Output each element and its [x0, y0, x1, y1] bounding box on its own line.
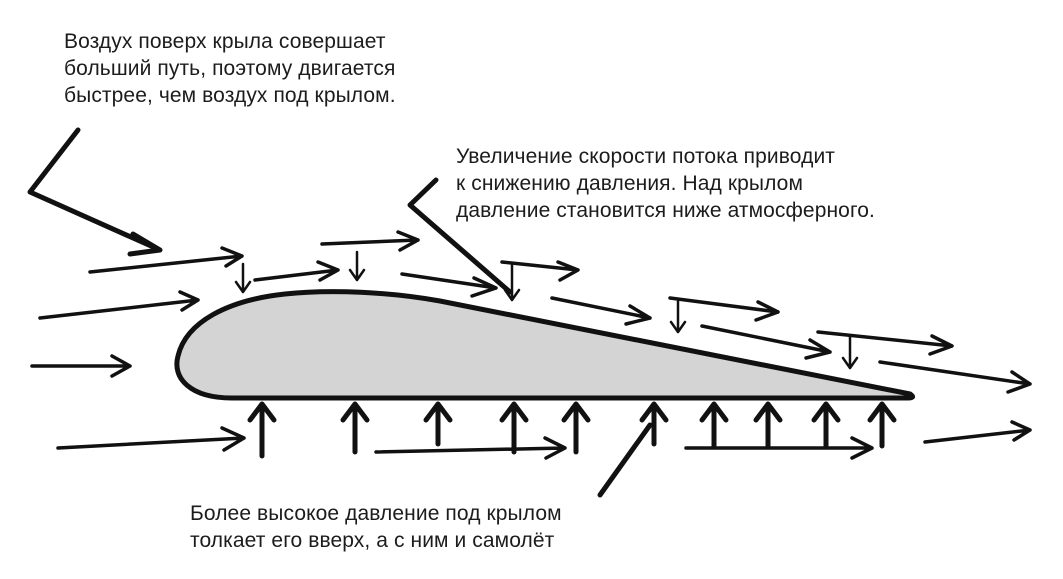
airflow-arrows: [30, 230, 1032, 460]
down-arrow: [669, 298, 687, 334]
pointer-lift: [597, 422, 653, 498]
airflow-arrow: [56, 426, 246, 452]
airflow-arrow: [374, 436, 567, 460]
note-line: быстрее, чем воздух под крылом.: [64, 84, 396, 107]
up-arrow: [247, 401, 277, 459]
pointer-lines: [27, 127, 653, 498]
airflow-arrow: [816, 330, 954, 356]
up-arrow: [499, 401, 529, 455]
airflow-arrow: [878, 360, 1032, 394]
note-line: больший путь, поэтому двигается: [64, 57, 396, 80]
up-arrow: [811, 401, 841, 449]
pointer-upper-airflow: [27, 127, 163, 257]
note-upper-airflow: Воздух поверх крыла совершает больший пу…: [64, 28, 396, 109]
note-line: к снижению давления. Над крылом: [456, 172, 803, 195]
up-arrow: [561, 401, 591, 455]
note-line: Более высокое давление под крылом: [190, 502, 562, 525]
airflow-arrow: [684, 436, 874, 460]
airflow-arrow: [320, 230, 420, 252]
note-line: Воздух поверх крыла совершает: [64, 30, 386, 53]
airflow-arrow: [38, 290, 200, 320]
note-line: давление становится ниже атмосферного.: [456, 199, 875, 222]
wing-airfoil: [174, 289, 916, 401]
up-arrow: [699, 401, 729, 449]
note-line: толкает его вверх, а с ним и самолёт: [190, 529, 555, 552]
up-arrow: [753, 401, 783, 449]
airflow-arrow: [550, 296, 652, 326]
down-arrow: [234, 262, 252, 294]
airflow-arrow: [30, 354, 132, 378]
low-pressure-arrows: [234, 250, 859, 370]
airflow-arrow: [923, 420, 1032, 444]
up-arrow: [639, 401, 669, 447]
airflow-arrow: [88, 246, 244, 274]
note-lift: Более высокое давление под крылом толкае…: [190, 500, 562, 554]
up-arrow: [867, 401, 897, 449]
up-arrow: [423, 401, 453, 447]
down-arrow: [841, 334, 859, 370]
airflow-arrow: [253, 260, 340, 282]
high-pressure-arrows: [247, 401, 897, 459]
airflow-arrow: [668, 296, 780, 322]
down-arrow: [348, 250, 366, 282]
note-pressure-drop: Увеличение скорости потока приводит к сн…: [456, 143, 875, 224]
airflow-arrow: [400, 272, 498, 298]
pointer-pressure-drop: [407, 177, 513, 295]
note-line: Увеличение скорости потока приводит: [456, 145, 835, 168]
up-arrow: [340, 401, 370, 455]
airflow-arrow: [700, 324, 832, 360]
airflow-arrow: [500, 260, 580, 282]
down-arrow: [503, 262, 521, 302]
